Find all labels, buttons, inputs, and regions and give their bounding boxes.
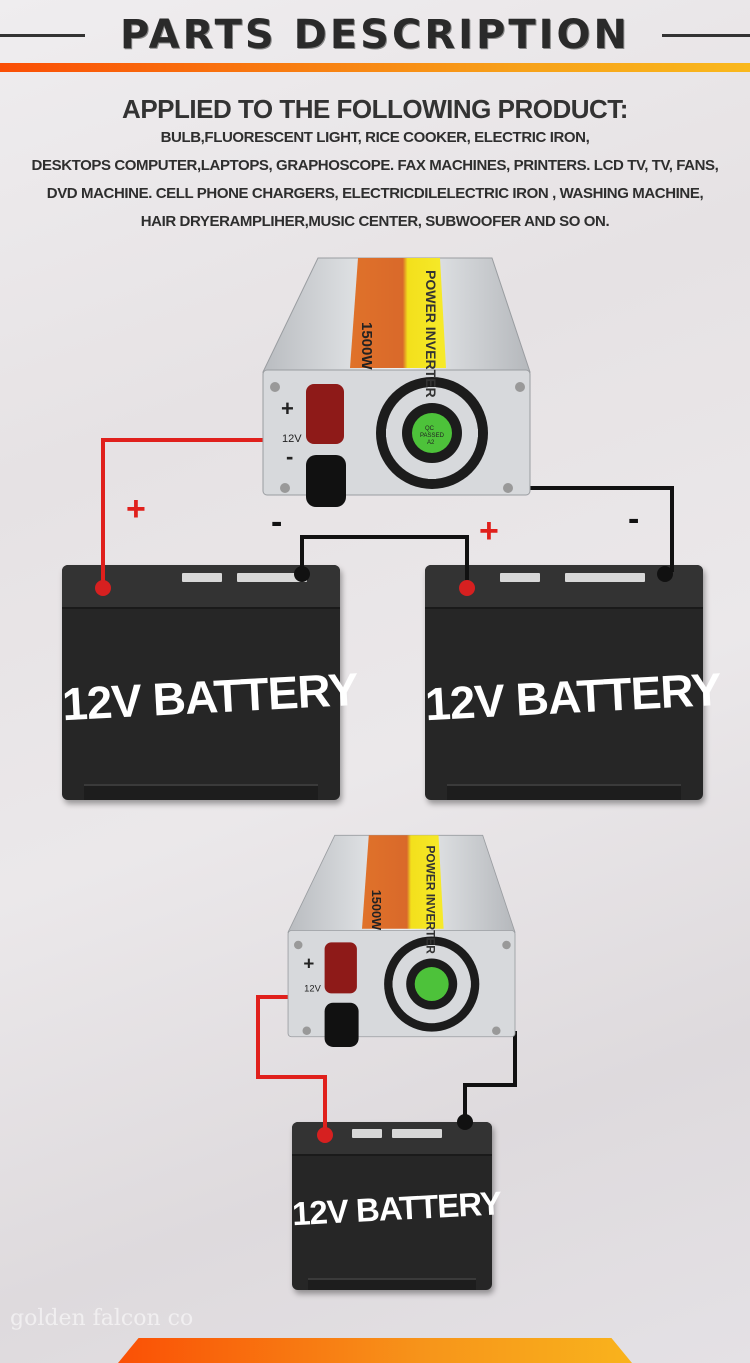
inverter-2: POWER INVERTER 1500W + 12V bbox=[288, 835, 515, 1047]
minus-sign: - bbox=[271, 503, 283, 541]
applied-line: DESKTOPS COMPUTER,LAPTOPS, GRAPHOSCOPE. … bbox=[31, 157, 719, 174]
battery-1: 12V BATTERY bbox=[61, 565, 359, 800]
header-accent-bar bbox=[0, 63, 750, 72]
applied-line: BULB,FLUORESCENT LIGHT, RICE COOKER, ELE… bbox=[160, 129, 590, 146]
inverter-1: POWER INVERTER 1500W QC PASSED A2 + 12V … bbox=[263, 258, 530, 507]
negative-terminal bbox=[294, 566, 310, 582]
inverter-voltage: 12V bbox=[282, 433, 302, 445]
positive-wire bbox=[101, 438, 325, 590]
inverter-plus-mark: + bbox=[303, 953, 314, 974]
applied-line: DVD MACHINE. CELL PHONE CHARGERS, ELECTR… bbox=[46, 185, 704, 202]
positive-terminal bbox=[459, 580, 475, 596]
negative-terminal bbox=[657, 566, 673, 582]
applied-heading: APPLIED TO THE FOLLOWING PRODUCT: bbox=[122, 94, 628, 124]
qc-text: QC bbox=[425, 426, 435, 432]
positive-wire bbox=[256, 995, 330, 1135]
applied-line: HAIR DRYERAMPLIHER,MUSIC CENTER, SUBWOOF… bbox=[140, 213, 610, 230]
inverter-power: 1500W bbox=[369, 890, 384, 931]
inverter-voltage: 12V bbox=[304, 984, 321, 994]
footer-accent-bar bbox=[118, 1338, 632, 1363]
plus-sign: + bbox=[126, 490, 146, 528]
negative-terminal bbox=[457, 1114, 473, 1130]
battery-3: 12V BATTERY bbox=[291, 1122, 502, 1290]
qc-text: A2 bbox=[427, 440, 435, 446]
negative-wire bbox=[345, 486, 674, 572]
positive-terminal bbox=[95, 580, 111, 596]
inverter-plus-mark: + bbox=[281, 396, 294, 421]
negative-wire bbox=[350, 1031, 517, 1122]
watermark: golden falcon co bbox=[10, 1306, 194, 1331]
series-jumper-wire bbox=[300, 535, 469, 582]
inverter-minus-mark: - bbox=[286, 444, 293, 469]
positive-terminal bbox=[317, 1127, 333, 1143]
inverter-brand: POWER INVERTER bbox=[424, 846, 438, 955]
qc-text: PASSED bbox=[420, 433, 445, 439]
page-title: PARTS DESCRIPTION bbox=[120, 12, 630, 58]
minus-sign: - bbox=[628, 500, 640, 538]
inverter-brand: POWER INVERTER bbox=[423, 270, 439, 398]
inverter-power: 1500W bbox=[358, 322, 375, 370]
header-line-left bbox=[0, 34, 85, 37]
header-line-right bbox=[662, 34, 750, 37]
plus-sign: + bbox=[479, 512, 499, 550]
